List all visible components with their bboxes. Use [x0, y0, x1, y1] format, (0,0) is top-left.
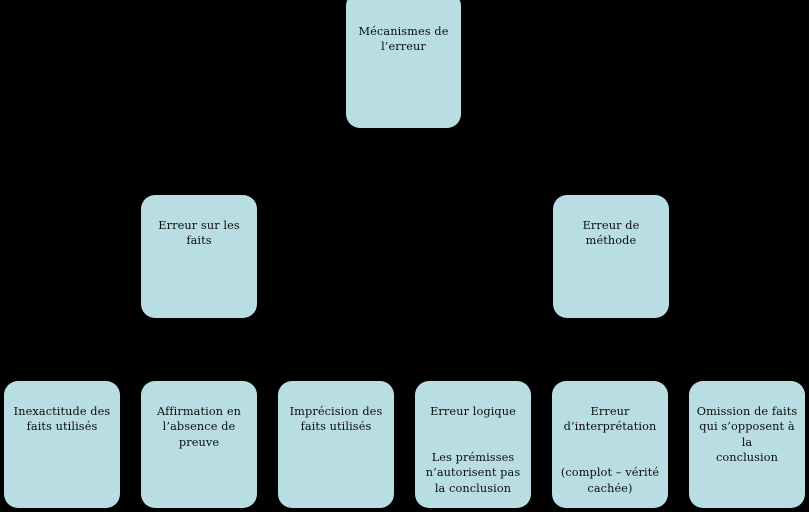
node-leaf-affirmation: Affirmation en l’absence de preuve: [141, 381, 257, 508]
node-leaf-inexactitude: Inexactitude des faits utilisés: [4, 381, 120, 508]
node-leaf-imprecision-label: Imprécision des faits utilisés: [289, 404, 383, 434]
node-root: Mécanismes de l’erreur: [346, 0, 461, 128]
node-leaf-erreur-logique-label: Erreur logique: [430, 404, 516, 418]
node-branch-faits: Erreur sur les faits: [141, 195, 257, 318]
node-branch-methode: Erreur de méthode: [553, 195, 669, 318]
node-leaf-erreur-interpretation-sublabel: (complot – vérité cachée): [560, 466, 660, 495]
node-leaf-erreur-logique: Erreur logique Les prémisses n’autorisen…: [415, 381, 531, 508]
node-leaf-erreur-interpretation: Erreur d’interprétation (complot – vérit…: [552, 381, 668, 508]
node-leaf-omission: Omission de faits qui s’opposent à la co…: [689, 381, 805, 508]
node-leaf-affirmation-label: Affirmation en l’absence de preuve: [157, 404, 241, 449]
node-leaf-omission-label: Omission de faits qui s’opposent à la co…: [696, 404, 798, 465]
node-root-label: Mécanismes de l’erreur: [358, 24, 449, 54]
node-branch-methode-label: Erreur de méthode: [582, 218, 640, 248]
node-branch-faits-label: Erreur sur les faits: [158, 218, 240, 248]
node-leaf-imprecision: Imprécision des faits utilisés: [278, 381, 394, 508]
node-leaf-erreur-interpretation-label: Erreur d’interprétation: [563, 404, 657, 434]
node-leaf-erreur-logique-sublabel: Les prémisses n’autorisent pas la conclu…: [425, 450, 521, 495]
node-leaf-inexactitude-label: Inexactitude des faits utilisés: [13, 404, 111, 434]
